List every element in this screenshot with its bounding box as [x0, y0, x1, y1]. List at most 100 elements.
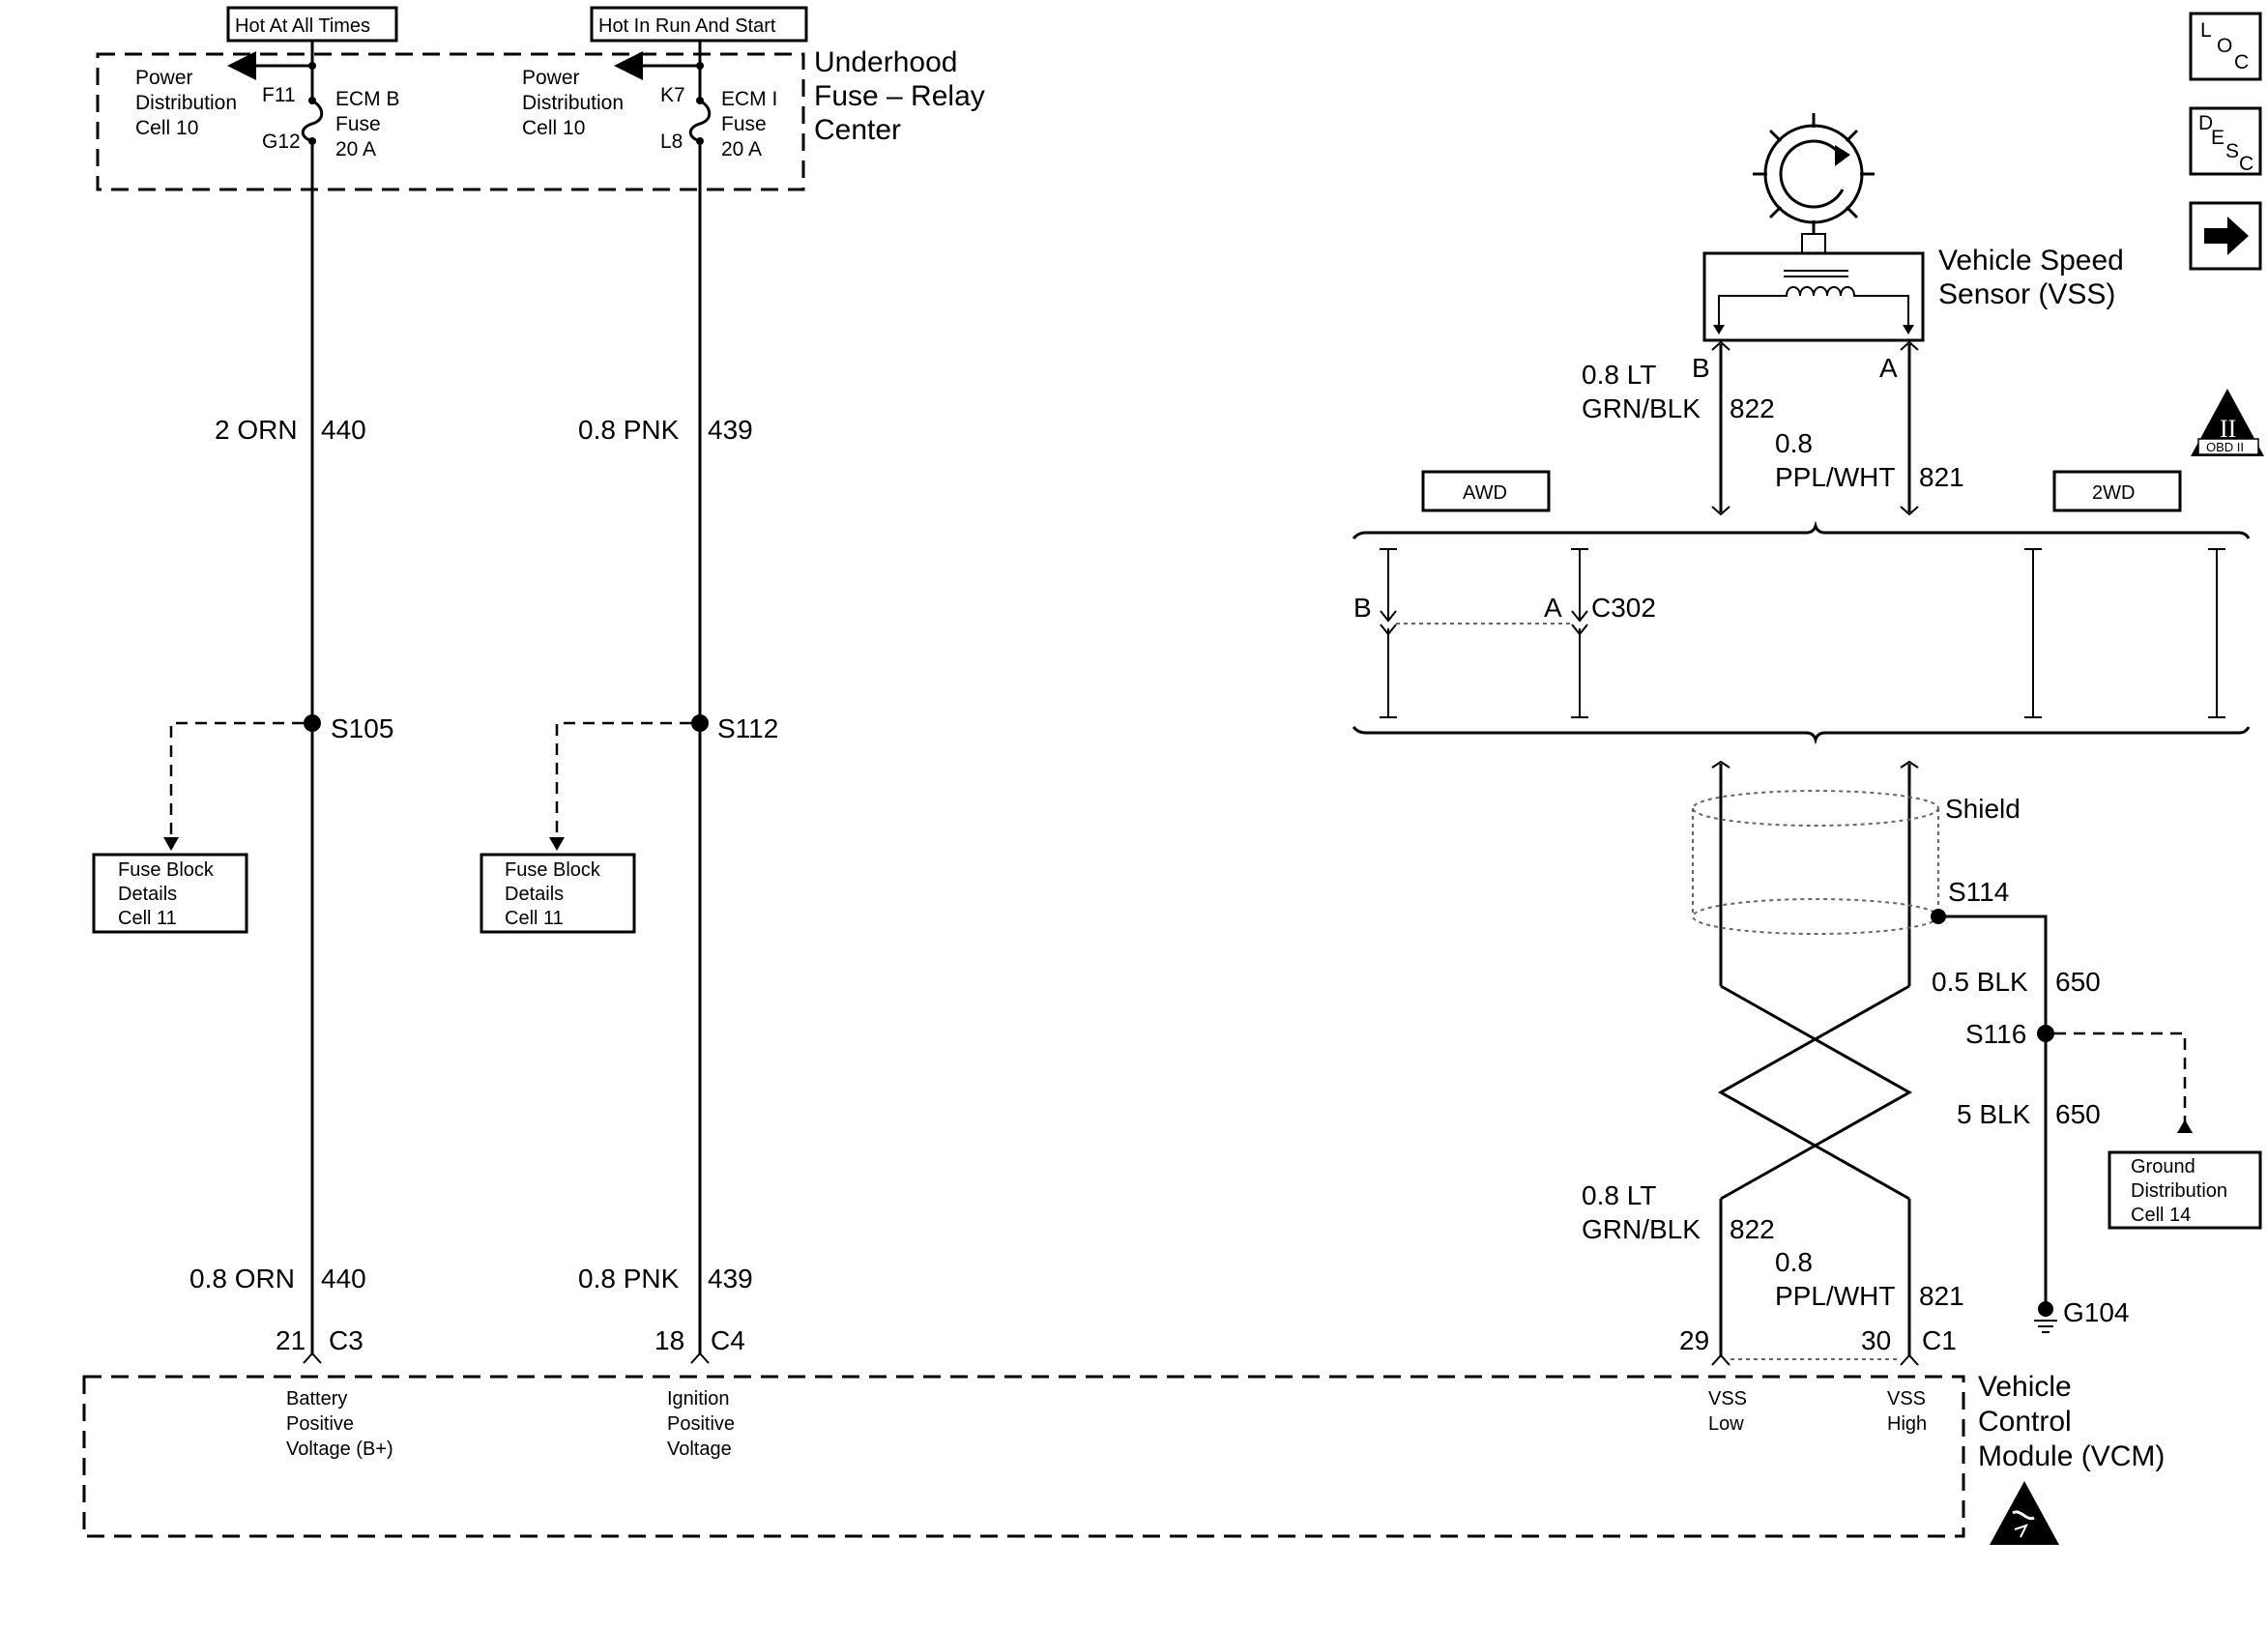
fuse-block-details-right: Fuse Block Details Cell 11: [480, 853, 636, 934]
desc-icon[interactable]: D E S C: [2189, 106, 2262, 176]
svg-text:VSS: VSS: [1708, 1388, 1747, 1410]
splice-s116: S116: [1965, 1019, 2193, 1133]
wire-822b-circuit: 822: [1730, 1214, 1775, 1244]
svg-text:G104: G104: [2063, 1297, 2130, 1327]
svg-text:Cell 14: Cell 14: [2131, 1205, 2191, 1226]
svg-text:ECM I: ECM I: [721, 88, 777, 110]
cable-shield: Shield: [1692, 790, 2021, 935]
fuse-relay-center-boundary: [96, 52, 805, 191]
svg-text:VSS: VSS: [1887, 1388, 1926, 1410]
svg-text:B: B: [1353, 593, 1372, 623]
fuse-ecm-b: Power Distribution Cell 10 F11 G12 ECM B…: [135, 41, 400, 1355]
splice-s112: S112: [549, 713, 778, 851]
svg-text:Power: Power: [522, 67, 580, 89]
fuse-relay-center: Underhood Fuse – Relay Center: [96, 46, 985, 191]
svg-text:Shield: Shield: [1945, 794, 2021, 824]
svg-text:Distribution: Distribution: [522, 92, 624, 114]
option-bracket: B A C302: [1352, 520, 2251, 745]
svg-text:Cell 10: Cell 10: [522, 117, 585, 139]
svg-text:G12: G12: [262, 131, 301, 153]
wire-822-size-2: GRN/BLK: [1582, 393, 1701, 423]
svg-text:Voltage (B+): Voltage (B+): [286, 1439, 393, 1460]
svg-text:Power: Power: [135, 67, 193, 89]
svg-text:20 A: 20 A: [721, 138, 762, 160]
svg-text:18: 18: [654, 1325, 684, 1355]
vcm-terminal-c4: 18 C4: [654, 1325, 745, 1364]
svg-text:29: 29: [1679, 1325, 1709, 1355]
vcm-terminal-c1: 29 30 C1: [1679, 1325, 1957, 1366]
vcm-module: Vehicle Control Module (VCM) Battery Pos…: [82, 1371, 2165, 1538]
svg-text:C: C: [2239, 153, 2253, 175]
svg-text:S112: S112: [717, 713, 778, 743]
svg-text:C302: C302: [1591, 593, 1656, 623]
svg-text:Hot In Run And Start: Hot In Run And Start: [598, 15, 776, 37]
svg-text:Voltage: Voltage: [667, 1439, 732, 1460]
svg-text:II: II: [2220, 415, 2236, 443]
splice-s105: S105: [163, 713, 393, 851]
svg-text:C: C: [2234, 51, 2249, 73]
wire-440-size: 2 ORN: [215, 415, 298, 445]
fuse-relay-title-1: Underhood: [814, 46, 957, 78]
svg-text:D: D: [2198, 112, 2213, 134]
svg-text:Low: Low: [1708, 1413, 1744, 1435]
svg-text:S114: S114: [1948, 877, 2009, 907]
svg-text:B: B: [1692, 353, 1710, 383]
svg-text:Fuse: Fuse: [335, 113, 381, 135]
svg-text:Positive: Positive: [667, 1413, 735, 1435]
fuse-ecm-i: Power Distribution Cell 10 K7 L8 ECM I F…: [522, 41, 777, 1355]
svg-text:Module (VCM): Module (VCM): [1978, 1440, 2165, 1472]
svg-text:Fuse Block: Fuse Block: [505, 859, 601, 881]
wire-821-circuit: 821: [1919, 462, 1964, 492]
ground-g104: G104: [2034, 1297, 2130, 1333]
wire-650-size: 0.5 BLK: [1932, 967, 2028, 997]
wire-439-circuit: 439: [708, 415, 753, 445]
loc-icon[interactable]: L O C: [2189, 12, 2262, 81]
svg-text:Distribution: Distribution: [2131, 1180, 2227, 1202]
hot-run-start-label: Hot In Run And Start: [590, 6, 808, 43]
next-arrow-icon[interactable]: [2189, 201, 2262, 271]
wire-440b-size: 0.8 ORN: [189, 1264, 295, 1294]
wire-822b-size-1: 0.8 LT: [1582, 1180, 1656, 1210]
svg-text:Battery: Battery: [286, 1388, 347, 1410]
svg-text:E: E: [2211, 127, 2224, 149]
svg-text:C4: C4: [711, 1325, 745, 1355]
svg-text:Cell 10: Cell 10: [135, 117, 198, 139]
svg-text:S116: S116: [1965, 1019, 2026, 1049]
svg-text:Ground: Ground: [2131, 1156, 2195, 1177]
svg-text:C1: C1: [1922, 1325, 1957, 1355]
wire-821-size-2: PPL/WHT: [1775, 462, 1895, 492]
svg-text:Details: Details: [505, 884, 564, 905]
svg-text:Hot At All Times: Hot At All Times: [235, 15, 370, 37]
svg-text:Cell 11: Cell 11: [505, 908, 564, 929]
wire-821b-size-1: 0.8: [1775, 1247, 1813, 1277]
vcm-terminal-c3: 21 C3: [276, 1325, 363, 1364]
wire-439b-circuit: 439: [708, 1264, 753, 1294]
option-2wd: 2WD: [2052, 470, 2182, 512]
svg-text:Vehicle Speed: Vehicle Speed: [1938, 245, 2124, 276]
option-awd: AWD: [1421, 470, 1551, 512]
wire-440-circuit: 440: [321, 415, 366, 445]
svg-text:20 A: 20 A: [335, 138, 376, 160]
svg-text:ECM B: ECM B: [335, 88, 400, 110]
svg-text:S: S: [2225, 140, 2239, 162]
svg-text:C3: C3: [329, 1325, 363, 1355]
esd-warning-icon: [1990, 1481, 2059, 1545]
wire-821-size-1: 0.8: [1775, 428, 1813, 458]
wire-650b-size: 5 BLK: [1957, 1099, 2031, 1129]
svg-text:Positive: Positive: [286, 1413, 354, 1435]
wire-650-circuit: 650: [2055, 967, 2101, 997]
wire-822-circuit: 822: [1730, 393, 1775, 423]
svg-text:21: 21: [276, 1325, 305, 1355]
svg-text:L: L: [2200, 19, 2212, 42]
wire-822b-size-2: GRN/BLK: [1582, 1214, 1701, 1244]
wire-821b-circuit: 821: [1919, 1281, 1964, 1311]
splice-s114: S114: [1931, 877, 2048, 1315]
svg-text:A: A: [1544, 593, 1562, 623]
svg-text:Fuse Block: Fuse Block: [118, 859, 215, 881]
svg-text:Distribution: Distribution: [135, 92, 237, 114]
svg-text:F11: F11: [262, 84, 296, 106]
ground-distribution-ref: Ground Distribution Cell 14: [2108, 1150, 2262, 1230]
svg-text:L8: L8: [660, 131, 683, 153]
svg-text:Ignition: Ignition: [667, 1388, 730, 1410]
